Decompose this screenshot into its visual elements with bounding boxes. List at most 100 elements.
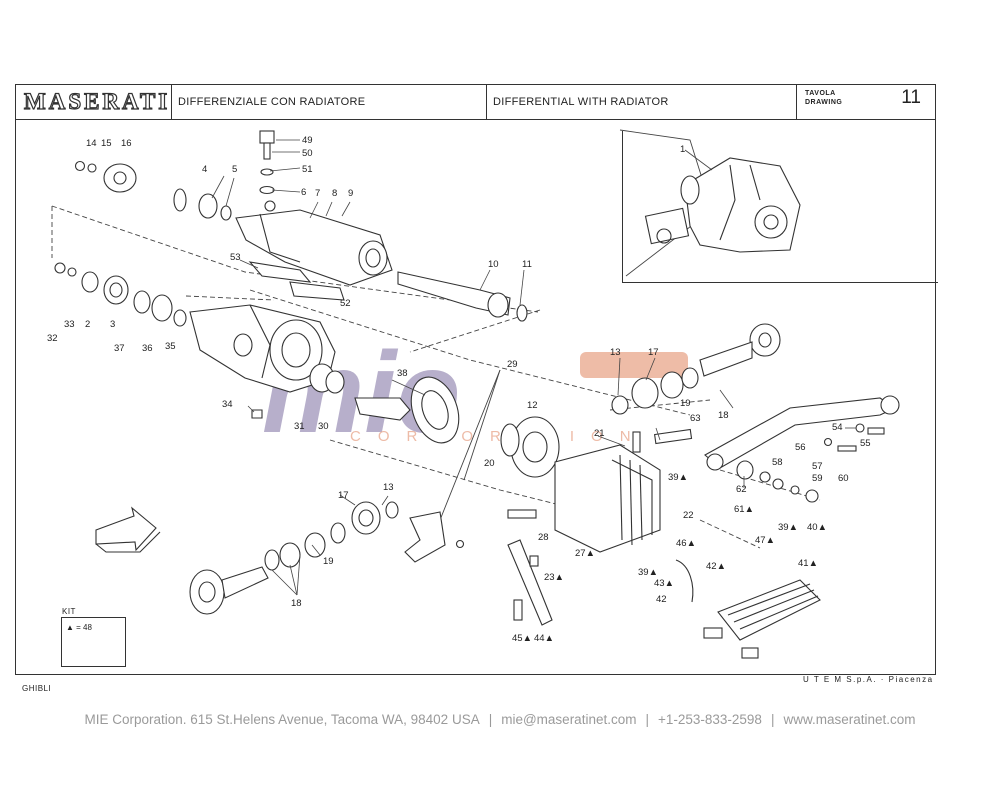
callout-53: 53 xyxy=(230,252,241,263)
callout-12: 12 xyxy=(527,400,538,411)
model-name: GHIBLI xyxy=(22,684,52,693)
callout-35: 35 xyxy=(165,341,176,352)
differential-case xyxy=(189,304,345,419)
callout-39-lower: 39▲ xyxy=(638,567,658,578)
direction-arrow xyxy=(95,506,161,553)
assembly-inset-frame xyxy=(622,131,938,283)
callout-39-upper: 39▲ xyxy=(668,472,688,483)
lower-flange-group xyxy=(189,501,465,615)
title-block: MASERATI DIFFERENZIALE CON RADIATORE DIF… xyxy=(16,85,935,120)
oil-radiator xyxy=(703,579,821,659)
callout-55: 55 xyxy=(860,438,871,449)
callout-50: 50 xyxy=(302,148,313,159)
footer: MIE Corporation. 615 St.Helens Avenue, T… xyxy=(84,712,916,727)
callout-17-lower: 17 xyxy=(338,490,349,501)
callout-16: 16 xyxy=(121,138,132,149)
callout-15: 15 xyxy=(101,138,112,149)
footer-email[interactable]: mie@maseratinet.com xyxy=(501,712,637,727)
callout-42-upper: 42▲ xyxy=(706,561,726,572)
callout-59: 59 xyxy=(812,473,823,484)
callout-18-upper: 18 xyxy=(718,410,729,421)
callout-18-lower: 18 xyxy=(291,598,302,609)
drawing-number: 11 xyxy=(901,87,921,108)
inset-differential-housing xyxy=(644,157,801,253)
callout-57: 57 xyxy=(812,461,823,472)
callout-9: 9 xyxy=(348,188,353,199)
bracket-and-lines xyxy=(507,539,694,626)
footer-phone: +1-253-833-2598 xyxy=(657,712,762,727)
callout-30: 30 xyxy=(318,421,329,432)
callout-8: 8 xyxy=(332,188,337,199)
kit-value: ▲ = 48 xyxy=(66,623,92,632)
callout-5: 5 xyxy=(232,164,237,175)
callout-leaders xyxy=(211,139,856,596)
watermark-bar xyxy=(580,352,688,378)
drawing-sheet: MASERATI DIFFERENZIALE CON RADIATORE DIF… xyxy=(15,84,938,675)
callout-2: 2 xyxy=(85,319,90,330)
callout-13-upper: 13 xyxy=(610,347,621,358)
callout-13-lower: 13 xyxy=(383,482,394,493)
bolt-stack xyxy=(259,130,275,195)
callout-58: 58 xyxy=(772,457,783,468)
callout-33: 33 xyxy=(64,319,75,330)
right-half-shaft xyxy=(611,323,781,415)
callout-labels: 1 14 15 16 49 50 51 6 4 5 7 8 9 53 52 10… xyxy=(47,135,871,644)
rear-crossmember xyxy=(235,209,393,301)
callout-31: 31 xyxy=(294,421,305,432)
callout-45: 45▲ xyxy=(512,633,532,644)
title-italian-cell: DIFFERENZIALE CON RADIATORE xyxy=(172,85,487,119)
callout-52: 52 xyxy=(340,298,351,309)
callout-49: 49 xyxy=(302,135,313,146)
callout-19-lower: 19 xyxy=(323,556,334,567)
callout-20: 20 xyxy=(484,458,495,469)
callout-7: 7 xyxy=(315,188,320,199)
callout-56: 56 xyxy=(795,442,806,453)
callout-36: 36 xyxy=(142,343,153,354)
callout-37: 37 xyxy=(114,343,125,354)
watermark-sub: CORPORATION xyxy=(350,428,648,445)
callout-54: 54 xyxy=(832,422,843,433)
callout-32: 32 xyxy=(47,333,58,344)
drawing-number-cell: TAVOLA DRAWING 11 xyxy=(797,85,937,119)
callout-60: 60 xyxy=(838,473,849,484)
callout-38: 38 xyxy=(397,368,408,379)
callout-19-upper: 19 xyxy=(680,398,691,409)
callout-51: 51 xyxy=(302,164,313,175)
ring-gear xyxy=(354,376,460,444)
callout-11: 11 xyxy=(522,259,532,270)
callout-34: 34 xyxy=(222,399,233,410)
left-bearing-stack xyxy=(54,262,187,327)
callout-14: 14 xyxy=(86,138,97,149)
callout-46: 46▲ xyxy=(676,538,696,549)
half-shaft-upper xyxy=(397,271,528,322)
callout-17-upper: 17 xyxy=(648,347,659,358)
title-english: DIFFERENTIAL WITH RADIATOR xyxy=(493,96,669,108)
callout-43: 43▲ xyxy=(654,578,674,589)
callout-63: 63 xyxy=(690,413,701,424)
callout-41: 41▲ xyxy=(798,558,818,569)
callout-10: 10 xyxy=(488,259,499,270)
callout-29: 29 xyxy=(507,359,518,370)
footer-company: MIE Corporation. 615 St.Helens Avenue, T… xyxy=(84,712,480,727)
kit-box: ▲ = 48 xyxy=(61,617,126,667)
footer-website[interactable]: www.maseratinet.com xyxy=(783,712,916,727)
kit-label: KIT xyxy=(62,607,76,616)
callout-62: 62 xyxy=(736,484,747,495)
callout-44: 44▲ xyxy=(534,633,554,644)
diff-carrier xyxy=(500,416,560,478)
callout-61: 61▲ xyxy=(734,504,754,515)
callout-28: 28 xyxy=(538,532,549,543)
top-flange-group xyxy=(74,160,276,221)
callout-40: 40▲ xyxy=(807,522,827,533)
callout-42-lower: 42 xyxy=(656,594,667,605)
callout-3: 3 xyxy=(110,319,115,330)
callout-47: 47▲ xyxy=(755,535,775,546)
support-arm xyxy=(653,395,900,503)
logo-text: MASERATI xyxy=(23,88,171,114)
callout-22: 22 xyxy=(683,510,694,521)
callout-23: 23▲ xyxy=(544,572,564,583)
callout-4: 4 xyxy=(202,164,207,175)
drawing-label: TAVOLA DRAWING xyxy=(805,90,843,106)
finned-cover xyxy=(507,431,661,553)
